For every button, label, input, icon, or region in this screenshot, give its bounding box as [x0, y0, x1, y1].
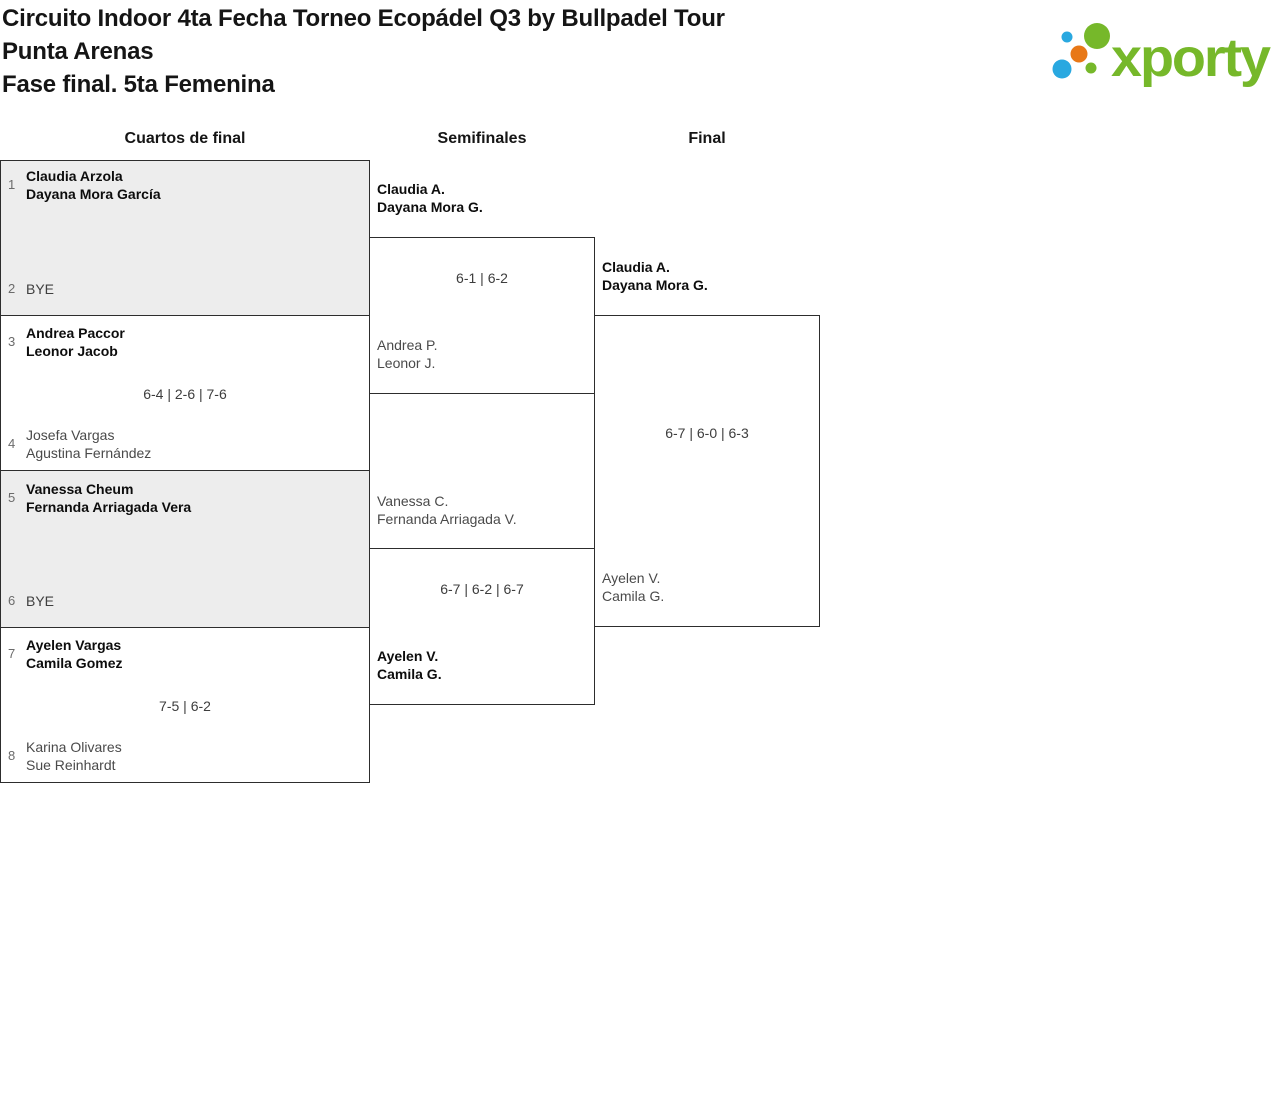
qf4-team-top: 7 Ayelen Vargas Camila Gomez: [8, 636, 122, 672]
tournament-name: Circuito Indoor 4ta Fecha Torneo Ecopáde…: [2, 5, 725, 32]
player-name: Vanessa C.: [377, 493, 449, 509]
qf2-team-top: 3 Andrea Paccor Leonor Jacob: [8, 324, 125, 360]
qf4-seed-bottom: 8: [8, 748, 16, 763]
player-name: Leonor J.: [377, 355, 436, 371]
player-name: Claudia A.: [602, 259, 670, 275]
player-name: Andrea P.: [377, 337, 438, 353]
qf3-seed-top: 5: [8, 490, 16, 505]
final-score: 6-7 | 6-0 | 6-3: [665, 425, 749, 441]
qf3-seed-bottom: 6: [8, 593, 16, 608]
sf1-score: 6-1 | 6-2: [456, 270, 508, 286]
final-team-top: Claudia A. Dayana Mora G.: [602, 258, 708, 294]
player-name: Fernanda Arriagada Vera: [26, 499, 192, 515]
xporty-logo: xporty: [1052, 23, 1273, 88]
player-name: Dayana Mora G.: [602, 277, 708, 293]
player-name: Sue Reinhardt: [26, 757, 116, 773]
match-box-qf4: [0, 627, 370, 783]
bye-label: BYE: [26, 281, 55, 297]
qf3-team-top: 5 Vanessa Cheum Fernanda Arriagada Vera: [8, 480, 191, 516]
qf2-seed-bottom: 4: [8, 436, 16, 451]
qf2-seed-top: 3: [8, 334, 16, 349]
player-name: Claudia Arzola: [26, 168, 123, 184]
player-name: Leonor Jacob: [26, 343, 118, 359]
qf2-team-bottom: 4 Josefa Vargas Agustina Fernández: [8, 426, 151, 462]
player-name: Camila G.: [602, 588, 665, 604]
player-name: Dayana Mora G.: [377, 199, 483, 215]
page-title: Circuito Indoor 4ta Fecha Torneo Ecopáde…: [2, 2, 725, 101]
match-box-qf3: [0, 470, 370, 628]
final-team-bottom: Ayelen V. Camila G.: [602, 569, 664, 605]
sf2-score: 6-7 | 6-2 | 6-7: [440, 581, 524, 597]
player-name: Ayelen V.: [377, 648, 439, 664]
qf3-team-bottom: 6 BYE: [8, 592, 54, 610]
qf4-team-bottom: 8 Karina Olivares Sue Reinhardt: [8, 738, 122, 774]
player-name: Fernanda Arriagada V.: [377, 511, 517, 527]
player-name: Dayana Mora García: [26, 186, 161, 202]
player-name: Vanessa Cheum: [26, 481, 134, 497]
logo-dot-blue-small: [1061, 31, 1073, 43]
qf2-score: 6-4 | 2-6 | 7-6: [143, 386, 227, 402]
qf4-seed-top: 7: [8, 646, 16, 661]
sf2-team-top: Vanessa C. Fernanda Arriagada V.: [377, 492, 517, 528]
tournament-phase: Fase final. 5ta Femenina: [2, 71, 275, 98]
player-name: Claudia A.: [377, 181, 445, 197]
logo-dot-blue-large: [1052, 59, 1072, 79]
player-name: Josefa Vargas: [26, 427, 115, 443]
logo-dot-orange: [1070, 45, 1088, 63]
player-name: Ayelen Vargas: [26, 637, 122, 653]
round-header-semifinals: Semifinales: [437, 130, 527, 147]
logo-dot-green-small: [1085, 62, 1097, 74]
qf1-team-top: 1 Claudia Arzola Dayana Mora García: [8, 167, 161, 203]
player-name: Ayelen V.: [602, 570, 661, 586]
qf1-seed-bottom: 2: [8, 281, 16, 296]
player-name: Andrea Paccor: [26, 325, 125, 341]
qf1-seed-top: 1: [8, 177, 16, 192]
tournament-venue: Punta Arenas: [2, 38, 154, 65]
round-header-quarterfinals: Cuartos de final: [124, 130, 246, 147]
sf2-team-bottom: Ayelen V. Camila G.: [377, 647, 442, 683]
qf4-score: 7-5 | 6-2: [159, 698, 211, 714]
player-name: Camila Gomez: [26, 655, 123, 671]
logo-dot-green-large: [1084, 23, 1110, 49]
player-name: Camila G.: [377, 666, 442, 682]
player-name: Agustina Fernández: [26, 445, 152, 461]
bye-label: BYE: [26, 593, 55, 609]
match-box-qf1: [0, 160, 370, 316]
player-name: Karina Olivares: [26, 739, 122, 755]
match-box-final: [594, 315, 820, 627]
sf1-team-bottom: Andrea P. Leonor J.: [377, 336, 437, 372]
sf1-team-top: Claudia A. Dayana Mora G.: [377, 180, 483, 216]
qf1-team-bottom: 2 BYE: [8, 280, 54, 298]
round-header-final: Final: [688, 130, 726, 147]
xporty-logo-text: xporty: [1111, 28, 1271, 88]
